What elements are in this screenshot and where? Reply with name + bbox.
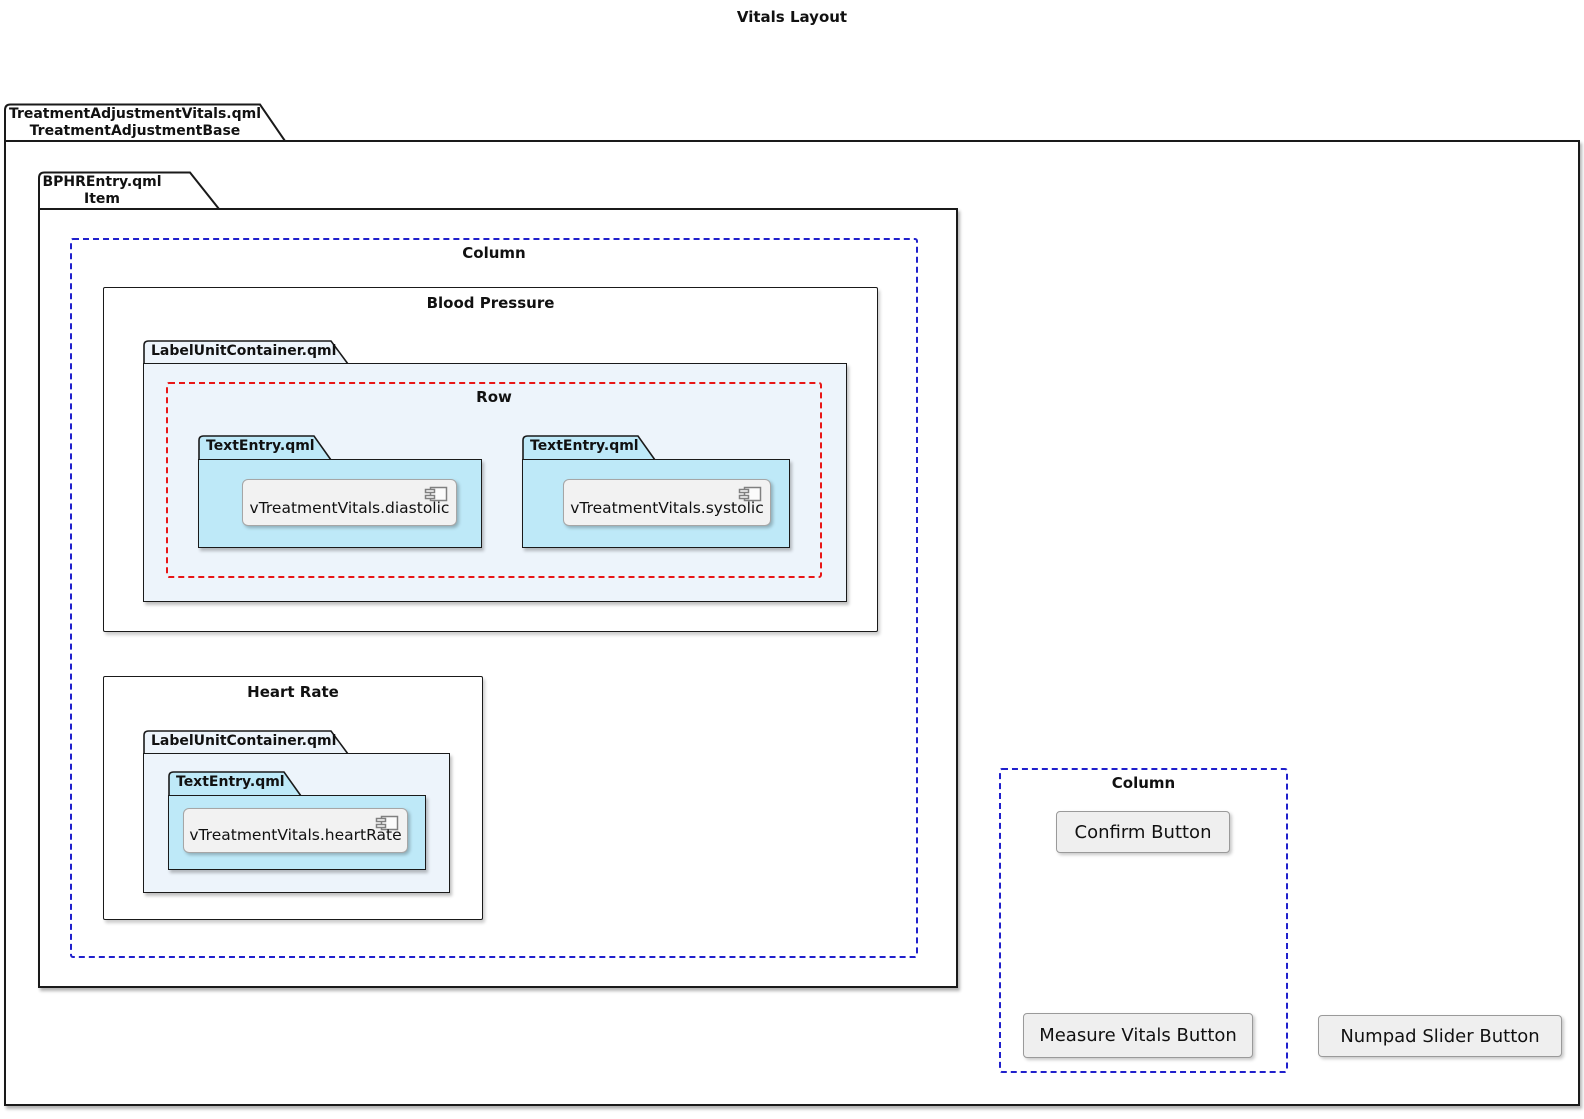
bphr-package-type: Item <box>84 191 120 207</box>
right-column-layout: Column <box>999 768 1288 1073</box>
component-diastolic: vTreatmentVitals.diastolic <box>242 479 457 526</box>
bp-labelunit-tab-shape <box>143 340 349 364</box>
diagram-title: Vitals Layout <box>736 8 848 26</box>
component-icon <box>375 815 399 831</box>
bp-textentry2-tab: TextEntry.qml <box>530 438 639 454</box>
blood-pressure-label: Blood Pressure <box>426 294 555 312</box>
outer-package-type: TreatmentAdjustmentBase <box>29 123 241 139</box>
left-column-label: Column <box>462 244 526 262</box>
component-icon <box>424 486 448 502</box>
bp-labelunit-tab: LabelUnitContainer.qml <box>151 343 337 359</box>
hr-textentry-tab: TextEntry.qml <box>176 774 285 790</box>
outer-package-tab-shape <box>4 103 286 141</box>
numpad-slider-button[interactable]: Numpad Slider Button <box>1318 1015 1562 1057</box>
bphr-package-tab: BPHREntry.qml Item <box>42 174 162 208</box>
component-icon <box>738 486 762 502</box>
bphr-package-tab-shape <box>38 171 220 209</box>
confirm-button[interactable]: Confirm Button <box>1056 811 1230 853</box>
component-systolic: vTreatmentVitals.systolic <box>563 479 771 526</box>
bp-textentry1-tab: TextEntry.qml <box>206 438 315 454</box>
component-systolic-label: vTreatmentVitals.systolic <box>570 499 764 517</box>
bp-row-layout: Row <box>166 382 822 578</box>
measure-vitals-button[interactable]: Measure Vitals Button <box>1023 1013 1253 1058</box>
bp-row-label: Row <box>476 388 512 406</box>
outer-package-name: TreatmentAdjustmentVitals.qml <box>8 106 262 122</box>
component-heartrate-label: vTreatmentVitals.heartRate <box>189 826 402 844</box>
component-heartrate: vTreatmentVitals.heartRate <box>183 808 408 853</box>
left-column-layout: Column <box>70 238 918 958</box>
hr-textentry-tab-shape <box>168 771 302 796</box>
outer-package-tab: TreatmentAdjustmentVitals.qml TreatmentA… <box>8 106 262 140</box>
bp-textentry2-tab-shape <box>522 435 656 460</box>
component-diastolic-label: vTreatmentVitals.diastolic <box>249 499 450 517</box>
hr-labelunit-tab-shape <box>143 730 349 754</box>
right-column-label: Column <box>1111 774 1176 792</box>
heart-rate-label: Heart Rate <box>247 683 339 701</box>
bp-textentry1-tab-shape <box>198 435 332 460</box>
bphr-package-name: BPHREntry.qml <box>42 174 162 190</box>
hr-labelunit-tab: LabelUnitContainer.qml <box>151 733 337 749</box>
